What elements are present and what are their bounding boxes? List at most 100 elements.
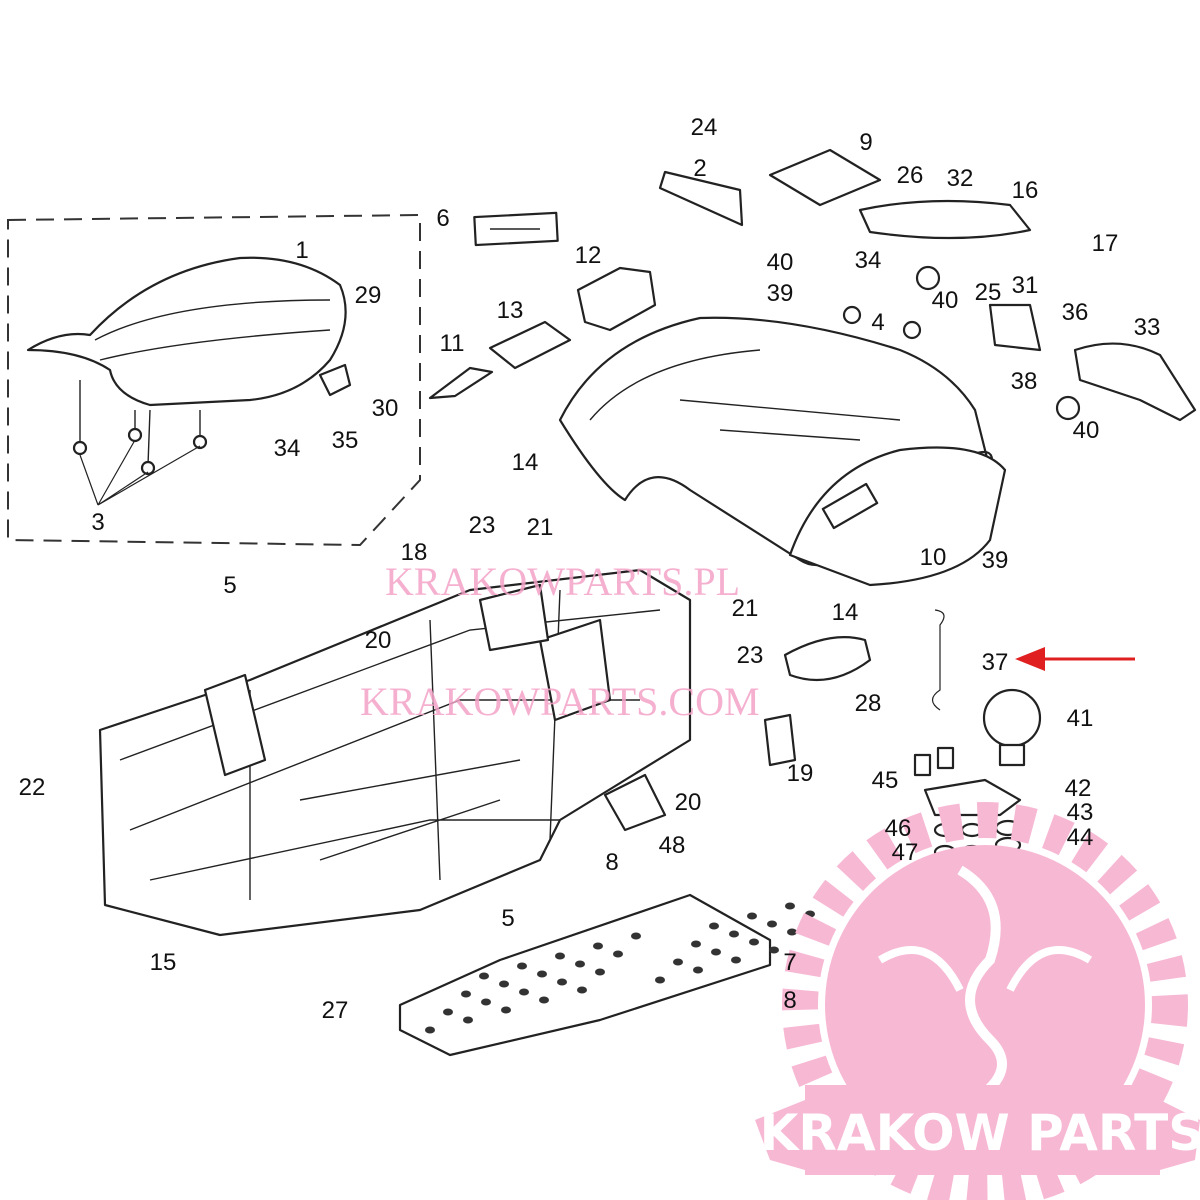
part-label-38: 38	[1011, 368, 1038, 395]
fender-body	[558, 199, 1197, 587]
part-label-21: 21	[527, 514, 554, 541]
part-label-34: 34	[274, 435, 301, 462]
part-label-32: 32	[947, 165, 974, 192]
part-label-3: 3	[91, 509, 104, 536]
part-label-5: 5	[223, 572, 236, 599]
plate-hole	[463, 1016, 473, 1024]
plate-hole	[481, 998, 491, 1006]
plate-hole	[709, 922, 719, 930]
part-label-26: 26	[897, 162, 924, 189]
part-label-13: 13	[497, 297, 524, 324]
part-label-20: 20	[365, 627, 392, 654]
part-label-40: 40	[932, 287, 959, 314]
plate-hole	[577, 986, 587, 994]
part-label-41: 41	[1067, 705, 1094, 732]
plate-hole	[693, 966, 703, 974]
part-label-18: 18	[401, 539, 428, 566]
part-label-7: 7	[783, 949, 796, 976]
plate-hole	[769, 946, 779, 954]
plate-hole	[425, 1026, 435, 1034]
plate-hole	[749, 938, 759, 946]
part-label-16: 16	[1012, 177, 1039, 204]
part-label-28: 28	[855, 690, 882, 717]
part-label-10: 10	[920, 544, 947, 571]
part-label-19: 19	[787, 760, 814, 787]
part-label-45: 45	[872, 767, 899, 794]
part-label-14: 14	[832, 599, 859, 626]
plate-hole	[787, 928, 797, 936]
part-label-36: 36	[1062, 299, 1089, 326]
part-label-46: 46	[885, 815, 912, 842]
plate-hole	[785, 902, 795, 910]
part-label-6: 6	[436, 205, 449, 232]
part-label-20: 20	[675, 789, 702, 816]
part-label-43: 43	[1067, 799, 1094, 826]
part-label-35: 35	[332, 427, 359, 454]
watermark-pl: KRAKOWPARTS.PL	[385, 559, 740, 604]
plate-hole	[557, 978, 567, 986]
part-label-44: 44	[1067, 824, 1094, 851]
part-label-37: 37	[982, 649, 1009, 676]
part-label-11: 11	[440, 330, 465, 357]
part-label-5: 5	[501, 905, 514, 932]
part-label-31: 31	[1012, 272, 1039, 299]
part-label-9: 9	[859, 129, 872, 156]
seat-assembly	[7, 213, 421, 547]
part-label-34: 34	[855, 247, 882, 274]
part-label-2: 2	[693, 155, 706, 182]
part-label-17: 17	[1092, 230, 1119, 257]
plate-hole	[479, 972, 489, 980]
part-label-25: 25	[975, 279, 1002, 306]
part-label-39: 39	[982, 547, 1009, 574]
krakow-parts-logo: KRAKOW PARTS	[755, 802, 1200, 1200]
plate-hole	[539, 996, 549, 1004]
part-label-27: 27	[322, 997, 349, 1024]
part-label-12: 12	[575, 242, 602, 269]
part-label-8: 8	[605, 849, 618, 876]
plate-hole	[575, 960, 585, 968]
floor-plate	[398, 892, 833, 1057]
part-label-29: 29	[355, 282, 382, 309]
part-label-15: 15	[150, 949, 177, 976]
part-label-21: 21	[732, 595, 759, 622]
part-label-23: 23	[469, 512, 496, 539]
part-label-40: 40	[1073, 417, 1100, 444]
plate-hole	[747, 912, 757, 920]
plate-hole	[519, 988, 529, 996]
part-label-22: 22	[19, 774, 46, 801]
plate-hole	[631, 932, 641, 940]
part-label-40: 40	[767, 249, 794, 276]
small-parts	[318, 148, 882, 400]
plate-hole	[711, 948, 721, 956]
plate-hole	[673, 958, 683, 966]
plate-hole	[593, 942, 603, 950]
plate-hole	[595, 968, 605, 976]
plate-hole	[613, 950, 623, 958]
part-label-33: 33	[1134, 314, 1161, 341]
plate-hole	[691, 940, 701, 948]
plate-hole	[729, 930, 739, 938]
plate-hole	[767, 920, 777, 928]
part-label-14: 14	[512, 449, 539, 476]
plate-hole	[499, 980, 509, 988]
part-label-4: 4	[871, 309, 884, 336]
part-label-42: 42	[1065, 775, 1092, 802]
part-label-48: 48	[659, 832, 686, 859]
highlight-arrow	[1015, 647, 1135, 671]
part-label-47: 47	[892, 839, 919, 866]
part-label-39: 39	[767, 280, 794, 307]
part-label-24: 24	[691, 114, 718, 141]
logo-text: KRAKOW PARTS	[760, 1104, 1200, 1162]
plate-hole	[461, 990, 471, 998]
frame	[98, 568, 797, 937]
plate-hole	[443, 1008, 453, 1016]
plate-hole	[501, 1006, 511, 1014]
part-label-1: 1	[295, 237, 308, 264]
plate-hole	[537, 970, 547, 978]
plate-hole	[517, 962, 527, 970]
part-label-8: 8	[783, 987, 796, 1014]
part-label-30: 30	[372, 395, 399, 422]
